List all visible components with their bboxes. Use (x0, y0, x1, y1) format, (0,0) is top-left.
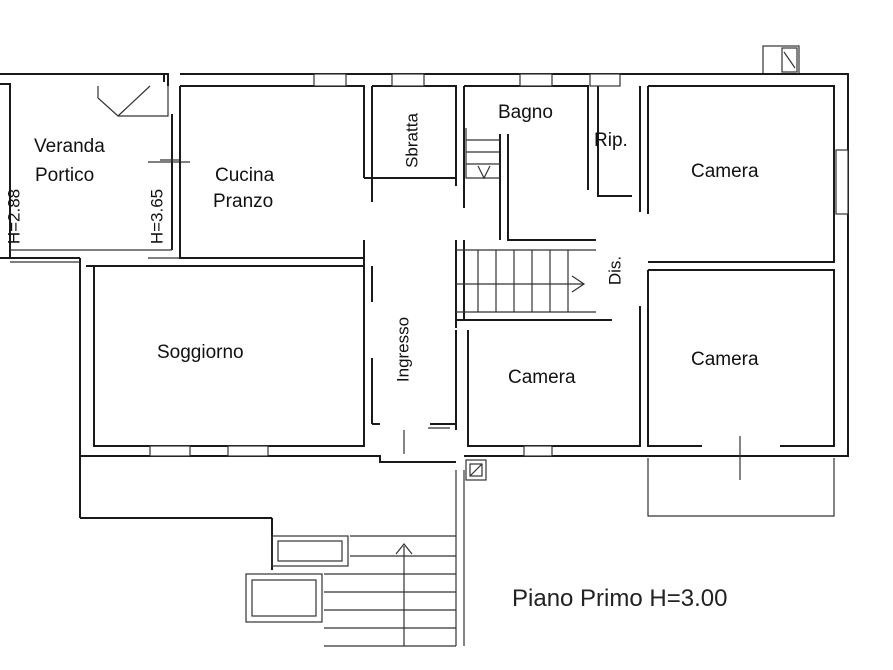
door-openings (160, 74, 450, 429)
height-label-veranda-left: H=2.88 (4, 188, 24, 245)
room-label-camera-top-right: Camera (691, 161, 759, 182)
room-label-cucina-line2: Pranzo (213, 191, 274, 212)
veranda-structure (10, 85, 190, 263)
room-label-sbratta: Sbratta (402, 113, 422, 168)
room-label-veranda-line1: Veranda (34, 136, 105, 157)
height-label-veranda-right: H=3.65 (147, 188, 167, 245)
chimney-symbol (762, 45, 800, 75)
exterior-walls (0, 73, 849, 570)
room-label-camera-center: Camera (508, 367, 576, 388)
room-label-soggiorno: Soggiorno (157, 342, 244, 363)
plan-title: Piano Primo H=3.00 (512, 585, 728, 612)
balcony (403, 430, 835, 517)
room-label-cucina-line1: Cucina (215, 165, 275, 186)
interior-walls (80, 85, 848, 463)
exterior-stair (245, 459, 487, 647)
room-label-dis: Dis. (605, 255, 625, 286)
room-label-bagno: Bagno (498, 102, 553, 123)
room-label-veranda-line2: Portico (35, 165, 95, 186)
room-label-camera-bottom-right: Camera (691, 349, 759, 370)
internal-stair (456, 128, 596, 313)
windows (149, 73, 849, 457)
room-label-rip: Rip. (594, 130, 628, 151)
room-label-ingresso: Ingresso (393, 316, 413, 383)
